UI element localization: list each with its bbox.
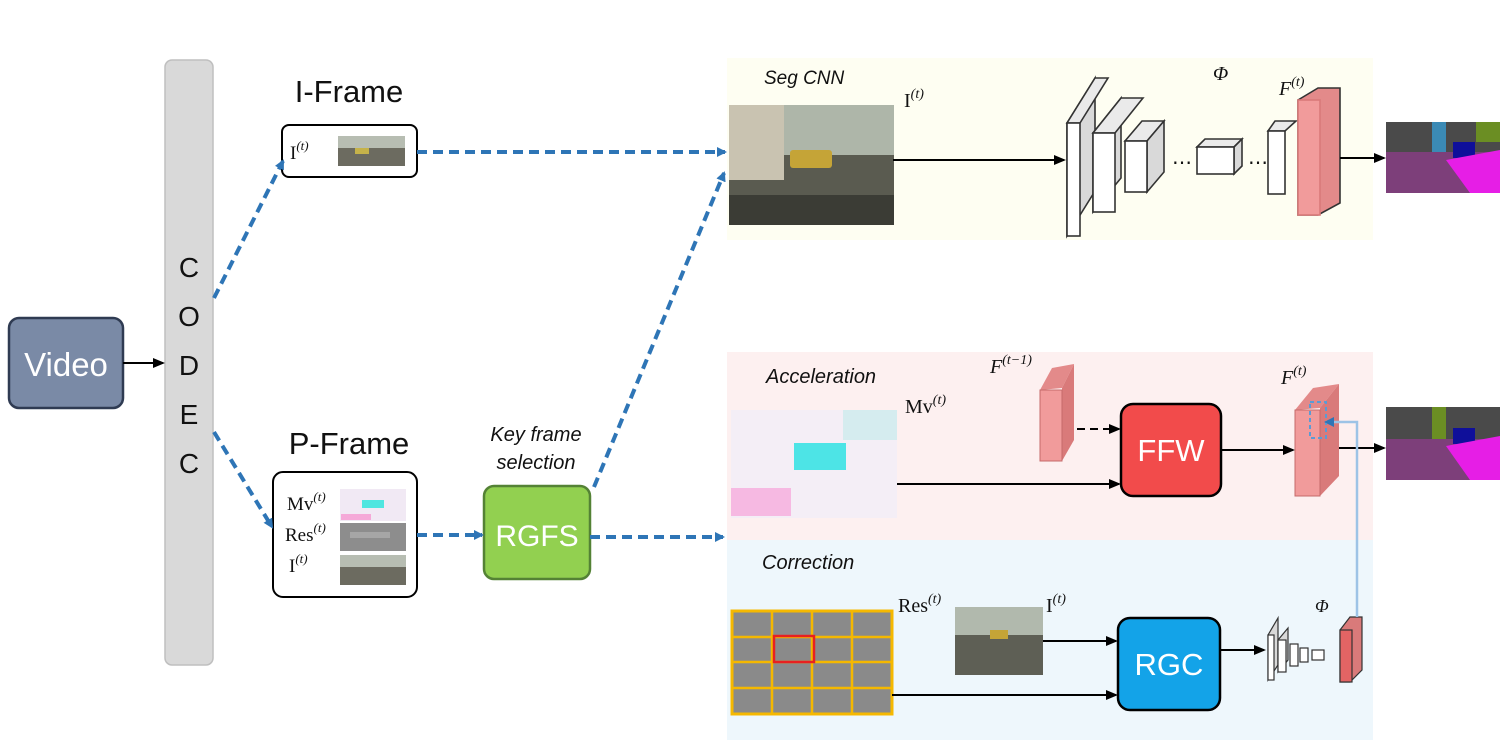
correction-phi-label: Φ <box>1315 596 1329 616</box>
accel-motion-vector-image <box>731 410 897 518</box>
seg-ellipsis-2: … <box>1248 145 1268 169</box>
codec-to-p-frame-arrow <box>212 430 274 529</box>
rgfs-box <box>482 484 592 581</box>
codec-letter: E <box>180 399 199 430</box>
ffw-label: FFW <box>1137 433 1205 468</box>
seg-output-segmentation <box>1386 122 1500 193</box>
seg-feature-label: F(t) <box>1278 75 1305 100</box>
seg-cnn-layers <box>1065 75 1341 239</box>
codec-letter: C <box>179 448 199 479</box>
video-label: Video <box>24 346 108 383</box>
seg-phi-label: Φ <box>1213 63 1228 85</box>
correction-res-label: Res(t) <box>898 592 942 617</box>
seg-cnn-title: Seg CNN <box>764 68 845 89</box>
codec-letter: C <box>179 252 199 283</box>
accel-feature-label: F(t) <box>1280 364 1307 389</box>
accel-output-segmentation <box>1386 407 1500 480</box>
i-frame-card-label: I(t) <box>290 138 309 164</box>
correction-residual-grid-image <box>730 609 894 716</box>
codec-letters: C O D E C <box>178 252 200 479</box>
codec-letter: O <box>178 301 200 332</box>
rgc-label: RGC <box>1135 647 1204 682</box>
accel-current-feature-map <box>1294 384 1339 497</box>
p-frame-i-label: I(t) <box>289 551 308 577</box>
correction-frame-image <box>955 607 1043 675</box>
correction-title: Correction <box>762 552 854 574</box>
correction-to-feature-link <box>1324 417 1359 617</box>
p-frame-res-label: Res(t) <box>285 520 326 546</box>
accel-prev-feature-label: F(t−1) <box>989 353 1032 378</box>
correction-small-cnn <box>1267 615 1363 683</box>
seg-input-label: I(t) <box>904 87 924 112</box>
p-frame-mv-label: Mv(t) <box>287 489 326 515</box>
correction-i-label: I(t) <box>1046 592 1066 617</box>
codec-bar <box>164 59 214 666</box>
i-frame-title: I-Frame <box>295 74 404 109</box>
p-frame-title: P-Frame <box>289 426 410 461</box>
rgfs-to-seg-cnn-arrow <box>592 171 726 488</box>
seg-ellipsis-1: … <box>1172 145 1192 169</box>
rgfs-label: RGFS <box>495 520 578 553</box>
rgc-box <box>1116 616 1222 712</box>
accel-mv-label: Mv(t) <box>905 393 946 418</box>
codec-to-i-frame-arrow <box>212 159 285 299</box>
codec-letter: D <box>179 350 199 381</box>
acceleration-title: Acceleration <box>765 366 876 388</box>
accel-prev-feature-map <box>1039 364 1074 462</box>
